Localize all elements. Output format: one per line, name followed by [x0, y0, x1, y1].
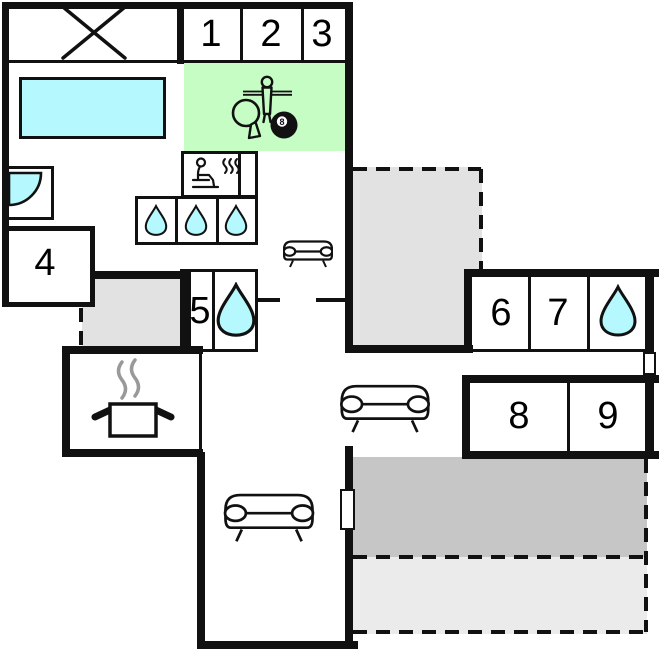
rooms-2-3-divider-wall	[301, 6, 304, 62]
water-drop-icon	[599, 284, 637, 337]
rooms-8-9-wall-bottom	[462, 451, 659, 459]
terrace-top-right	[352, 167, 482, 349]
door-marker	[643, 352, 656, 375]
wall	[91, 271, 191, 279]
room-4-label: 4	[34, 242, 56, 284]
rooms-8-9-wall-left	[462, 375, 470, 459]
sofa-icon	[283, 240, 333, 268]
foosball-player-icon	[243, 75, 292, 124]
hall-stub-wall	[255, 298, 280, 302]
living-wall-left	[197, 452, 205, 649]
water-drop-icon	[184, 204, 208, 236]
svg-text:8: 8	[279, 117, 284, 127]
door-marker	[340, 489, 355, 530]
hall-stub-wall	[316, 298, 348, 302]
living-wall-right	[345, 446, 353, 649]
rooms-8-9-wall-top	[462, 375, 659, 383]
room-2-label: 2	[260, 13, 282, 55]
kitchen-right-wall	[199, 352, 202, 453]
living-wall-bottom	[197, 641, 358, 649]
wall-outer-left	[2, 2, 9, 307]
wall	[180, 269, 188, 353]
sauna-icon	[191, 157, 240, 189]
rooms-8-9-divider-wall	[567, 380, 570, 451]
terrace-left	[82, 275, 186, 350]
wall	[181, 60, 347, 63]
kitchen-wall-left	[62, 346, 70, 457]
room-6-label: 6	[490, 292, 512, 334]
room-7-label: 7	[547, 292, 569, 334]
rooms-6-7-wall-top	[464, 269, 659, 277]
corner-shower-icon	[7, 171, 43, 207]
water-drop-icon	[224, 204, 248, 236]
washroom-divider-wall	[175, 198, 178, 243]
rooms-8-9-block	[465, 377, 648, 454]
sofa-icon	[223, 493, 315, 542]
table-tennis-paddle-icon	[231, 98, 262, 140]
kitchen-wall-top	[62, 346, 203, 354]
terrace-lower	[352, 557, 647, 634]
sofa-icon	[340, 384, 430, 433]
room-8-label: 8	[508, 395, 530, 437]
washroom-divider-wall	[216, 198, 219, 243]
rooms-6-7-wall-left	[464, 269, 472, 353]
kitchen-wall-bottom	[62, 449, 203, 457]
room-5-label: 5	[189, 290, 211, 332]
water-drop-icon	[216, 282, 256, 337]
room-3-label: 3	[311, 13, 333, 55]
terrace-covered	[352, 457, 647, 557]
water-drop-icon	[144, 204, 168, 236]
rooms-1-2-divider-wall	[240, 6, 243, 62]
rooms-6-7-divider-wall	[587, 275, 590, 349]
cooking-pot-icon	[91, 358, 175, 438]
rooms-6-7-divider-wall	[528, 275, 531, 349]
games-icon-group: 8	[231, 75, 298, 140]
sauna-cabin	[181, 151, 258, 198]
room-4	[2, 226, 95, 307]
room-5-divider-wall	[212, 272, 215, 349]
sauna-divider-wall	[238, 153, 241, 196]
eight-ball-icon: 8	[270, 111, 298, 139]
pool	[19, 77, 166, 139]
terrace-wall-bottom	[345, 345, 473, 353]
crossed-area-icon	[61, 5, 127, 60]
room-9-label: 9	[597, 395, 619, 437]
wall-center-right	[345, 2, 353, 352]
wall	[177, 2, 184, 64]
room-1-label: 1	[200, 13, 222, 55]
wall	[2, 60, 184, 63]
